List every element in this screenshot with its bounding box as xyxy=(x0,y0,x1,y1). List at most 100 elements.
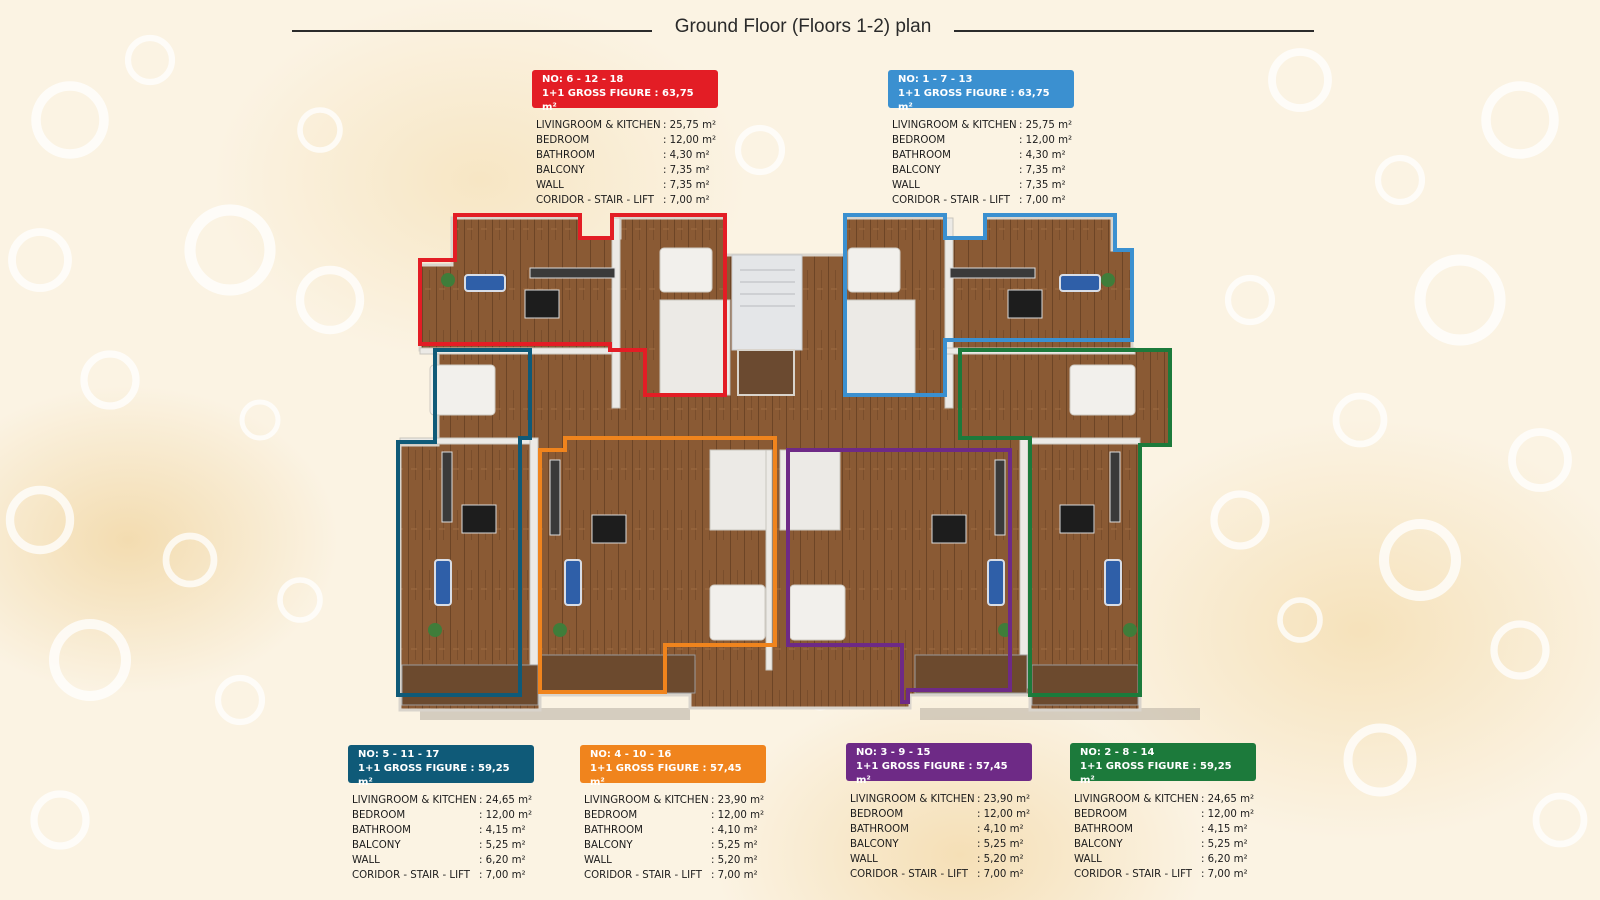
unit-spec-table-purple: LIVINGROOM & KITCHEN: 23,90 m² BEDROOM: … xyxy=(850,792,1040,882)
unit-spec-table-red: LIVINGROOM & KITCHEN: 25,75 m² BEDROOM: … xyxy=(536,118,726,208)
background-ring xyxy=(214,674,266,726)
unit-number: NO: 6 - 12 - 18 xyxy=(542,74,624,85)
spec-row: WALL: 5,20 m² xyxy=(850,854,1024,865)
kitchen-counter xyxy=(1109,451,1121,523)
spec-row: BALCONY: 7,35 m² xyxy=(892,165,1066,176)
background-ring xyxy=(1481,81,1559,159)
sofa-icon xyxy=(1104,559,1122,606)
kitchen-counters xyxy=(441,267,1121,536)
unit-card-header-blue: NO: 1 - 7 - 13 1+1 GROSS FIGURE : 63,75 … xyxy=(888,70,1074,113)
spec-row: LIVINGROOM & KITCHEN: 25,75 m² xyxy=(892,120,1073,131)
stair-steps xyxy=(740,269,795,307)
spec-row: BALCONY: 5,25 m² xyxy=(1074,839,1248,850)
sofa-icon xyxy=(434,559,452,606)
spec-row: BATHROOM: 4,10 m² xyxy=(850,824,1024,835)
background-ring xyxy=(1343,723,1417,797)
background-ring xyxy=(5,485,75,555)
background-ring xyxy=(1414,254,1506,346)
spec-row: WALL: 6,20 m² xyxy=(1074,854,1248,865)
bed-icon xyxy=(789,584,846,641)
spec-row: WALL: 6,20 m² xyxy=(352,855,526,866)
unit-spec-table-green: LIVINGROOM & KITCHEN: 24,65 m² BEDROOM: … xyxy=(1074,792,1264,882)
background-ring xyxy=(184,204,276,296)
spec-row: LIVINGROOM & KITCHEN: 24,65 m² xyxy=(1074,794,1255,805)
unit-card-header-purple: NO: 3 - 9 - 15 1+1 GROSS FIGURE : 57,45 … xyxy=(846,743,1032,786)
unit-card-header-navy: NO: 5 - 11 - 17 1+1 GROSS FIGURE : 59,25… xyxy=(348,745,534,788)
background-ring xyxy=(295,265,365,335)
spec-row: BALCONY: 5,25 m² xyxy=(584,840,758,851)
unit-number: NO: 5 - 11 - 17 xyxy=(358,749,440,760)
spec-row: BEDROOM: 12,00 m² xyxy=(584,810,765,821)
kitchen-counter xyxy=(994,459,1006,536)
spec-row: BEDROOM: 12,00 m² xyxy=(1074,809,1255,820)
unit-gross-figure: 1+1 GROSS FIGURE : 63,75 m² xyxy=(542,88,694,113)
plant-icon xyxy=(428,623,442,637)
spec-row: BALCONY: 5,25 m² xyxy=(352,840,526,851)
plant-icon xyxy=(1123,623,1137,637)
background-ring xyxy=(239,399,281,441)
background-ring xyxy=(1224,274,1276,326)
background-ring xyxy=(1332,392,1388,448)
spec-row: BEDROOM: 12,00 m² xyxy=(536,135,717,146)
plant-icon xyxy=(1101,273,1115,287)
background-ring xyxy=(8,228,72,292)
spec-row: WALL: 7,35 m² xyxy=(892,180,1066,191)
background-ring xyxy=(734,124,786,176)
unit-gross-figure: 1+1 GROSS FIGURE : 59,25 m² xyxy=(1080,761,1232,786)
spec-row: BATHROOM: 4,30 m² xyxy=(536,150,710,161)
plant-icon xyxy=(553,623,567,637)
spec-row: BATHROOM: 4,30 m² xyxy=(892,150,1066,161)
unit-gross-figure: 1+1 GROSS FIGURE : 57,45 m² xyxy=(590,763,742,788)
background-ring xyxy=(277,577,323,623)
unit-spec-table-orange: LIVINGROOM & KITCHEN: 23,90 m² BEDROOM: … xyxy=(584,793,774,883)
background-ring xyxy=(30,790,90,850)
spec-row: BALCONY: 5,25 m² xyxy=(850,839,1024,850)
dining-table-icon xyxy=(461,504,497,534)
bed-icons xyxy=(429,247,1136,641)
plan-title: Ground Floor (Floors 1-2) plan xyxy=(292,16,1314,38)
spec-row: CORIDOR - STAIR - LIFT: 7,00 m² xyxy=(892,195,1066,206)
background-ring xyxy=(124,34,176,86)
spec-row: CORIDOR - STAIR - LIFT: 7,00 m² xyxy=(850,869,1024,880)
unit-spec-table-blue: LIVINGROOM & KITCHEN: 25,75 m² BEDROOM: … xyxy=(892,118,1082,208)
background-ring xyxy=(80,350,140,410)
plan-title-bar: Ground Floor (Floors 1-2) plan xyxy=(292,14,1314,42)
unit-outline-navy xyxy=(396,348,532,697)
balcony-railing xyxy=(401,664,539,706)
kitchen-counter xyxy=(549,459,561,536)
unit-outline-orange xyxy=(538,436,777,694)
kitchen-counter xyxy=(441,451,453,523)
balcony-railing xyxy=(1031,664,1139,706)
unit-gross-figure: 1+1 GROSS FIGURE : 63,75 m² xyxy=(898,88,1050,113)
bed-icon xyxy=(847,247,901,293)
spec-row: BEDROOM: 12,00 m² xyxy=(352,810,533,821)
background-ring xyxy=(1490,620,1550,680)
unit-gross-figure: 1+1 GROSS FIGURE : 57,45 m² xyxy=(856,761,1008,786)
spec-row: CORIDOR - STAIR - LIFT: 7,00 m² xyxy=(584,870,758,881)
bed-icon xyxy=(1069,364,1136,416)
background-ring xyxy=(48,618,132,702)
unit-outline-green xyxy=(958,348,1172,697)
spec-row: WALL: 7,35 m² xyxy=(536,180,710,191)
spec-row: LIVINGROOM & KITCHEN: 25,75 m² xyxy=(536,120,717,131)
title-rule-right xyxy=(954,30,1314,32)
unit-outline-blue xyxy=(843,213,1134,397)
spec-row: BATHROOM: 4,15 m² xyxy=(352,825,526,836)
spec-row: BALCONY: 7,35 m² xyxy=(536,165,710,176)
balcony-railing xyxy=(539,654,696,694)
unit-number: NO: 1 - 7 - 13 xyxy=(898,74,973,85)
spec-row: BEDROOM: 12,00 m² xyxy=(892,135,1073,146)
bed-icon xyxy=(429,364,496,416)
unit-gross-figure: 1+1 GROSS FIGURE : 59,25 m² xyxy=(358,763,510,788)
background-ring xyxy=(162,532,218,588)
dining-table-icon xyxy=(931,514,967,544)
stair-core xyxy=(731,254,803,351)
kitchen-counter xyxy=(949,267,1036,279)
unit-spec-table-navy: LIVINGROOM & KITCHEN: 24,65 m² BEDROOM: … xyxy=(352,793,542,883)
spec-row: BATHROOM: 4,15 m² xyxy=(1074,824,1248,835)
unit-number: NO: 3 - 9 - 15 xyxy=(856,747,931,758)
dining-table-icons xyxy=(461,289,1095,544)
sofa-icon xyxy=(464,274,506,292)
background-ring xyxy=(1378,518,1462,602)
